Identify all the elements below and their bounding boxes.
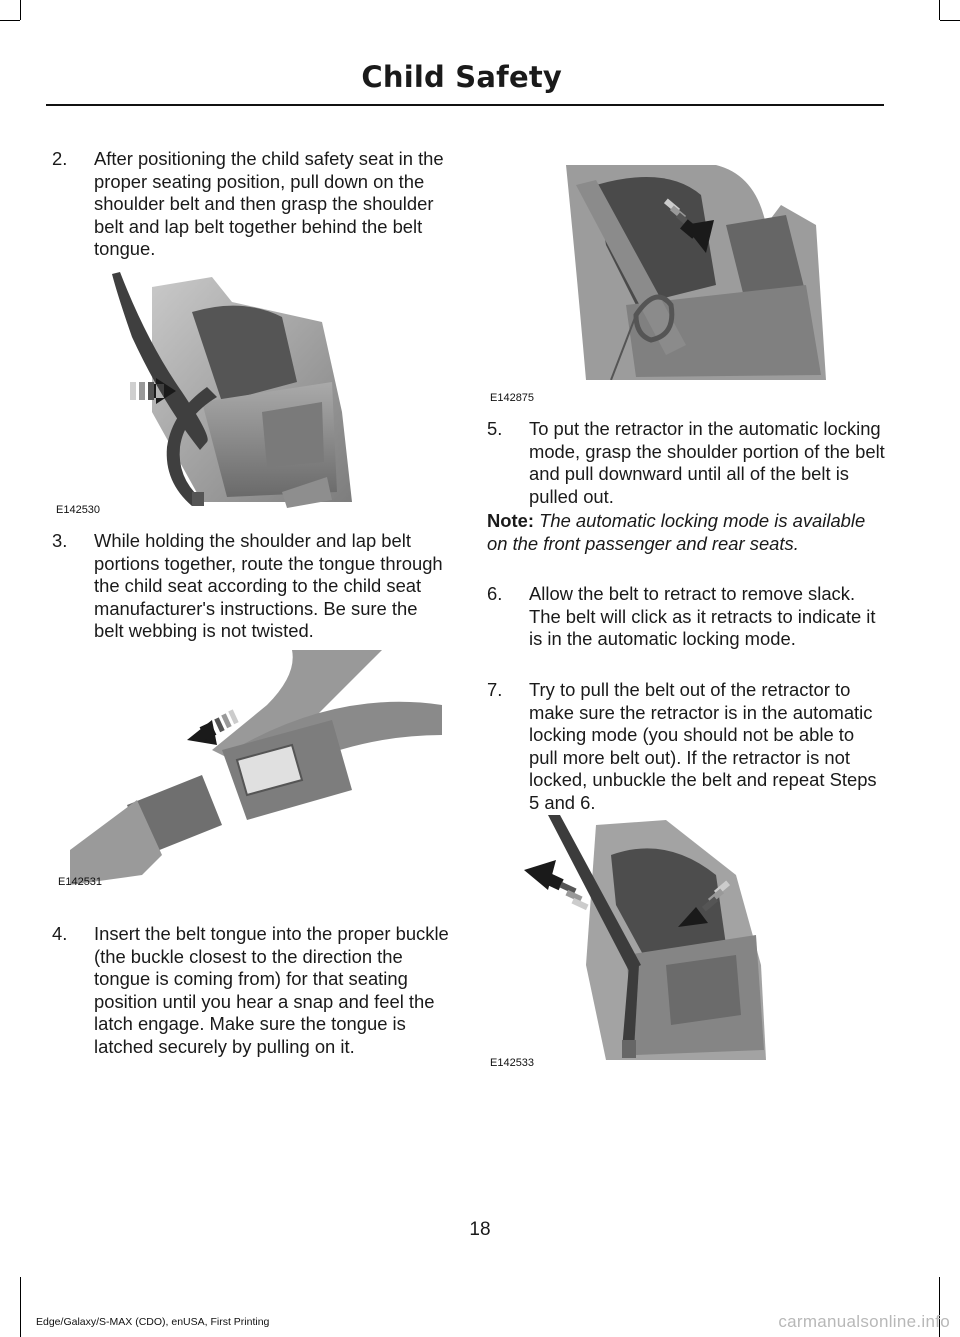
arrow-left-icon — [187, 709, 239, 745]
crop-mark — [939, 1277, 940, 1337]
step-number: 5. — [487, 418, 503, 439]
figure-belt-tongue: E142531 — [52, 650, 442, 890]
step-number: 6. — [487, 583, 503, 604]
figure-locked-belt: E142533 — [486, 815, 776, 1075]
step-text: To put the retractor in the automatic lo… — [529, 418, 885, 507]
shoulder-belt-illustration — [566, 165, 826, 381]
crop-mark — [939, 0, 940, 20]
note: Note: The automatic locking mode is avai… — [487, 510, 887, 555]
crop-mark — [20, 1277, 21, 1337]
page-title: Child Safety — [361, 60, 562, 94]
child-seat-illustration — [112, 272, 352, 508]
figure-code: E142875 — [490, 392, 535, 404]
crop-mark — [20, 0, 21, 20]
crop-mark — [0, 20, 20, 21]
arrow-right-icon — [130, 378, 176, 404]
note-text: The automatic locking mode is available … — [487, 510, 866, 554]
note-label: Note: — [487, 510, 534, 531]
step-2: 2. After positioning the child safety se… — [52, 148, 452, 261]
crop-mark — [940, 20, 960, 21]
figure-child-seat-belt: E142530 — [52, 262, 442, 520]
figure-code: E142531 — [58, 876, 103, 888]
step-text: Allow the belt to retract to remove slac… — [529, 583, 876, 650]
step-3: 3. While holding the shoulder and lap be… — [52, 530, 452, 643]
step-text: After positioning the child safety seat … — [94, 148, 444, 260]
figure-code: E142530 — [56, 504, 101, 516]
locked-belt-illustration — [524, 815, 766, 1060]
step-6: 6. Allow the belt to retract to remove s… — [487, 583, 887, 651]
step-number: 2. — [52, 148, 68, 169]
step-text: While holding the shoulder and lap belt … — [94, 530, 443, 642]
header-rule — [46, 104, 884, 106]
step-number: 4. — [52, 923, 68, 944]
footer: Edge/Galaxy/S-MAX (CDO), enUSA, First Pr… — [36, 1316, 270, 1328]
step-7: 7. Try to pull the belt out of the retra… — [487, 679, 887, 815]
step-5: 5. To put the retractor in the automatic… — [487, 418, 887, 508]
figure-code: E142533 — [490, 1057, 535, 1069]
arrow-down-right-icon — [663, 198, 714, 253]
figure-shoulder-belt: E142875 — [486, 165, 826, 405]
step-text: Try to pull the belt out of the retracto… — [529, 679, 877, 813]
step-number: 7. — [487, 679, 503, 700]
step-number: 3. — [52, 530, 68, 551]
page-number: 18 — [469, 1219, 491, 1240]
arrow-down-left-icon — [678, 880, 731, 927]
step-4: 4. Insert the belt tongue into the prope… — [52, 923, 452, 1059]
watermark: carmanualsonline.info — [778, 1312, 950, 1331]
arrow-up-left-icon — [524, 860, 589, 911]
step-text: Insert the belt tongue into the proper b… — [94, 923, 449, 1057]
belt-tongue-illustration — [70, 650, 442, 885]
